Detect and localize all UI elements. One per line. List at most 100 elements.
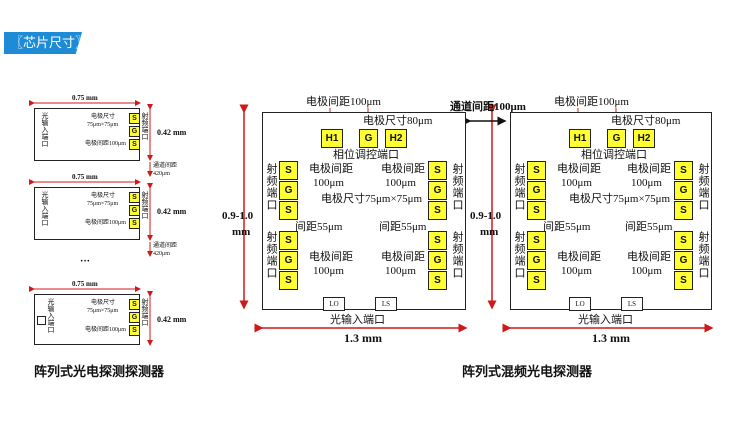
r2-height-label-b: mm	[480, 226, 499, 238]
r1-pad-gap-top: 电极间距100μm	[306, 96, 381, 108]
r2-phase-label: 相位调控端口	[581, 149, 647, 161]
r1-pad-gap-b: 100μm	[313, 177, 344, 189]
r1-width-label: 1.3 mm	[344, 331, 382, 345]
left-chan-gap-label-2a: 通道间距	[153, 243, 178, 249]
left-height-label-1: 0.42 mm	[157, 128, 187, 137]
left-pad-g: G	[129, 312, 140, 323]
r1-ls-port: LS	[375, 297, 397, 311]
left-pad-s: S	[129, 299, 140, 310]
channel-gap-label: 通道间距100μm	[450, 101, 526, 113]
left-pad-size-label-1b: 75μm×75μm	[87, 122, 119, 128]
left-width-label-1: 0.75 mm	[72, 94, 98, 102]
r2-pad-gap-a: 电极间距	[557, 163, 601, 175]
r2-height-label-a: 0.9-1.0	[470, 210, 502, 222]
left-pad-s: S	[129, 139, 140, 150]
left-chip-2: 光输入端口 电极尺寸 75μm×75μm 电极间距100μm S G S	[34, 187, 140, 240]
r2-pad-h2: H2	[633, 129, 655, 148]
r2-rf-right-2: 射频端口	[697, 231, 709, 279]
r1-pad-gap-b: 100μm	[385, 265, 416, 277]
r1-spacing-right: 间距55μm	[379, 221, 427, 233]
r2-pad-s: S	[674, 271, 693, 290]
left-pad-s: S	[129, 218, 140, 229]
r2-pad-g-top: G	[607, 129, 626, 148]
left-pad-g: G	[129, 205, 140, 216]
r1-pad-s: S	[279, 161, 298, 180]
left-pad-s: S	[129, 113, 140, 124]
left-pad-size-label-1a: 电极尺寸	[91, 114, 116, 120]
left-chip-1: 光输入端口 电极尺寸 75μm×75μm 电极间距100μm S G S	[34, 108, 140, 161]
left-pad-size-label-3b: 75μm×75μm	[87, 308, 119, 314]
r1-lo-port: LO	[323, 297, 345, 311]
r2-spacing-left: 间距55μm	[543, 221, 591, 233]
left-chan-gap-label-2b: 420μm	[153, 251, 170, 257]
r1-pad-s: S	[279, 231, 298, 250]
left-width-label-2: 0.75 mm	[72, 173, 98, 181]
left-chan-gap-label-1a: 通道间距	[153, 163, 178, 169]
left-input-label-1: 光输入端口	[41, 112, 49, 147]
left-input-port	[37, 316, 46, 325]
r1-pad-g-top: G	[359, 129, 378, 148]
r2-pad-s: S	[527, 231, 546, 250]
r2-input-label: 光输入端口	[578, 314, 633, 326]
r1-pad-s: S	[279, 201, 298, 220]
r1-pad-gap-a: 电极间距	[381, 251, 425, 263]
r1-rf-right-2: 射频端口	[451, 231, 463, 279]
left-pad-s: S	[129, 325, 140, 336]
r1-pad-size-mid: 电极尺寸75μm×75μm	[321, 193, 423, 205]
r2-pad-h1: H1	[569, 129, 591, 148]
r1-pad-s: S	[428, 271, 447, 290]
section-title: 〖芯片尺寸〗	[4, 32, 82, 54]
left-pad-s: S	[129, 192, 140, 203]
left-input-label-2: 光输入端口	[41, 191, 49, 226]
r2-ls-port: LS	[621, 297, 643, 311]
r1-pad-gap-b: 100μm	[313, 265, 344, 277]
r2-pad-size-mid: 电极尺寸75μm×75μm	[569, 193, 671, 205]
r1-pad-s: S	[428, 161, 447, 180]
r2-pad-gap-top: 电极间距100μm	[554, 96, 629, 108]
r1-phase-label: 相位调控端口	[333, 149, 399, 161]
right-chip-1: 电极尺寸80μm H1 G H2 相位调控端口 射频端口 S G S 电极间距 …	[262, 112, 466, 311]
r2-pad-s: S	[674, 201, 693, 220]
r2-spacing-right: 间距55μm	[625, 221, 673, 233]
left-rf-label-3: 射频端口	[141, 298, 149, 326]
r2-pad-s: S	[527, 271, 546, 290]
r1-pad-g: G	[428, 181, 447, 200]
r1-pad-g: G	[279, 181, 298, 200]
r2-lo-port: LO	[569, 297, 591, 311]
r2-pad-s: S	[527, 161, 546, 180]
r1-pad-s: S	[428, 201, 447, 220]
r2-rf-left-1: 射频端口	[513, 163, 525, 211]
r1-pad-g: G	[428, 251, 447, 270]
r1-pad-h1: H1	[321, 129, 343, 148]
r2-pad-g: G	[527, 251, 546, 270]
r1-pad-size-top: 电极尺寸80μm	[363, 115, 433, 127]
left-chip-3: 光输入端口 电极尺寸 75μm×75μm 电极间距100μm S G S	[34, 294, 140, 345]
r1-rf-right-1: 射频端口	[451, 163, 463, 211]
left-height-label-2: 0.42 mm	[157, 207, 187, 216]
r1-pad-gap-a: 电极间距	[381, 163, 425, 175]
r1-rf-left-2: 射频端口	[265, 231, 277, 279]
left-rf-label-2: 射频端口	[141, 191, 149, 219]
r2-rf-left-2: 射频端口	[513, 231, 525, 279]
left-pad-g: G	[129, 126, 140, 137]
left-pad-gap-label-3: 电极间距100μm	[85, 327, 126, 333]
left-caption: 阵列式光电探测探测器	[34, 364, 165, 379]
r2-pad-gap-b: 100μm	[561, 265, 592, 277]
r2-pad-gap-b: 100μm	[561, 177, 592, 189]
r2-pad-g: G	[674, 181, 693, 200]
r1-pad-s: S	[428, 231, 447, 250]
left-chan-gap-label-1b: 420μm	[153, 171, 170, 177]
r2-pad-gap-a: 电极间距	[557, 251, 601, 263]
r2-pad-size-top: 电极尺寸80μm	[611, 115, 681, 127]
r1-spacing-left: 间距55μm	[295, 221, 343, 233]
r2-pad-g: G	[527, 181, 546, 200]
left-pad-size-label-3a: 电极尺寸	[91, 300, 116, 306]
left-pad-size-label-2a: 电极尺寸	[91, 193, 116, 199]
r2-width-label: 1.3 mm	[592, 331, 630, 345]
r1-height-label-a: 0.9-1.0	[222, 210, 254, 222]
r2-pad-s: S	[674, 231, 693, 250]
r2-pad-s: S	[674, 161, 693, 180]
r1-rf-left-1: 射频端口	[265, 163, 277, 211]
r2-pad-s: S	[527, 201, 546, 220]
r1-input-label: 光输入端口	[330, 314, 385, 326]
